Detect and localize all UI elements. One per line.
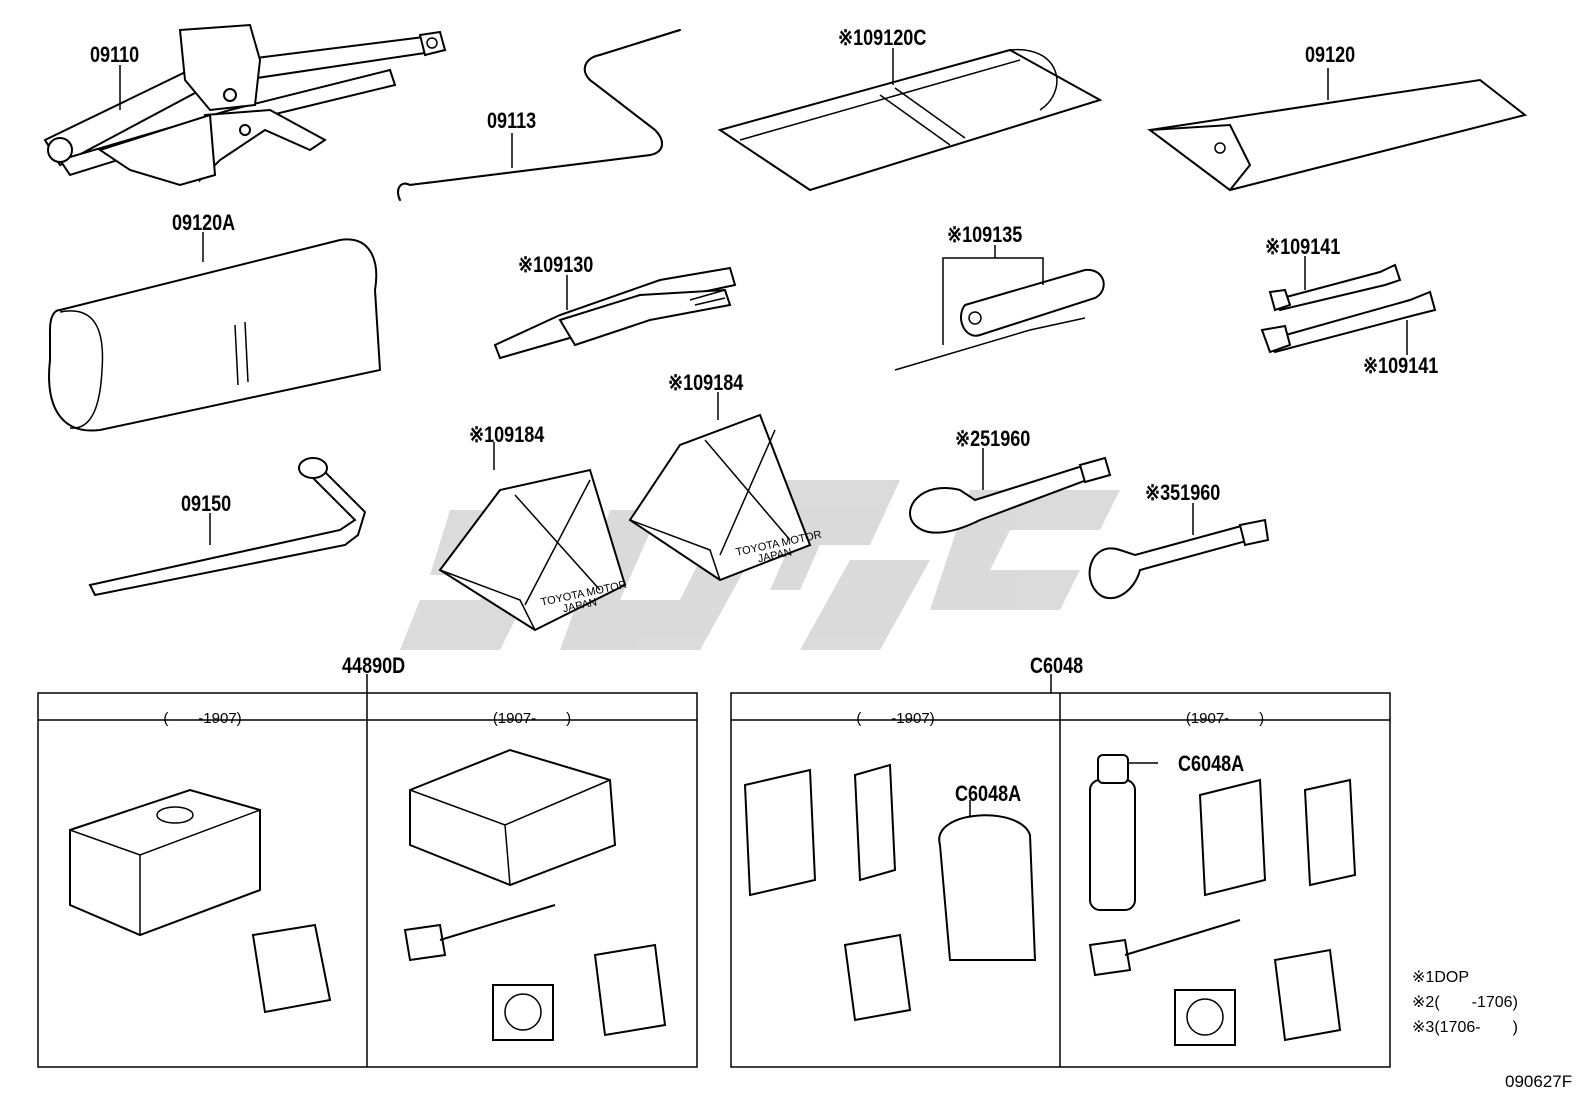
kit-boxes	[37, 692, 1391, 1068]
sub-label-c6048a-right: C6048A	[1178, 751, 1245, 776]
part-label-09135: ※109135	[947, 222, 1023, 247]
hose-icon	[403, 904, 1241, 977]
part-label-09110: 09110	[90, 42, 140, 67]
part-label-09184-right: ※109184	[668, 370, 744, 395]
sub-label-c6048a-left: C6048A	[955, 781, 1022, 806]
part-label-09120: 09120	[1305, 42, 1356, 67]
spanner-icon	[1260, 263, 1437, 354]
part-label-51960-a: ※251960	[955, 426, 1031, 451]
part-label-09120c: ※109120C	[838, 25, 927, 50]
tool-bag-icon	[717, 48, 1103, 192]
tool-pouch-icon	[1147, 78, 1528, 192]
column-header: (1907- )	[492, 710, 572, 727]
column-header: ( -1907)	[856, 710, 935, 727]
instruction-sheets-icon	[743, 763, 1357, 897]
column-header: (1907- )	[1185, 710, 1265, 727]
towing-eye-icon	[909, 456, 1270, 600]
figure-code: 090627F	[1505, 1072, 1573, 1091]
part-label-09130: ※109130	[518, 252, 594, 277]
scissor-jack-icon	[43, 23, 447, 187]
part-label-09184-left: ※109184	[469, 422, 545, 447]
kit-label-44890d: 44890D	[342, 653, 406, 678]
pliers-icon	[493, 266, 737, 360]
note-2: ※2( -1706)	[1412, 994, 1518, 1011]
part-label-09141-bottom: ※109141	[1363, 353, 1439, 378]
wheel-chock-icon	[438, 413, 812, 632]
part-label-09141-top: ※109141	[1265, 234, 1341, 259]
part-label-09113: 09113	[487, 108, 537, 133]
kit-label-c6048: C6048	[1030, 653, 1084, 678]
screwdriver-icon	[894, 268, 1105, 371]
compressor-icon	[69, 748, 617, 937]
part-label-51960-b: ※351960	[1145, 480, 1221, 505]
part-label-09120a: 09120A	[172, 210, 236, 235]
note-1: ※1DOP	[1412, 969, 1469, 986]
note-3: ※3(1706- )	[1412, 1019, 1518, 1036]
column-header: ( -1907)	[163, 710, 242, 727]
part-label-09150: 09150	[181, 491, 232, 516]
sticker-stack-icon	[251, 923, 1342, 1046]
sealant-bottle-icon	[938, 754, 1136, 961]
roll-bag-icon	[48, 238, 382, 432]
lug-wrench-icon	[88, 457, 367, 597]
